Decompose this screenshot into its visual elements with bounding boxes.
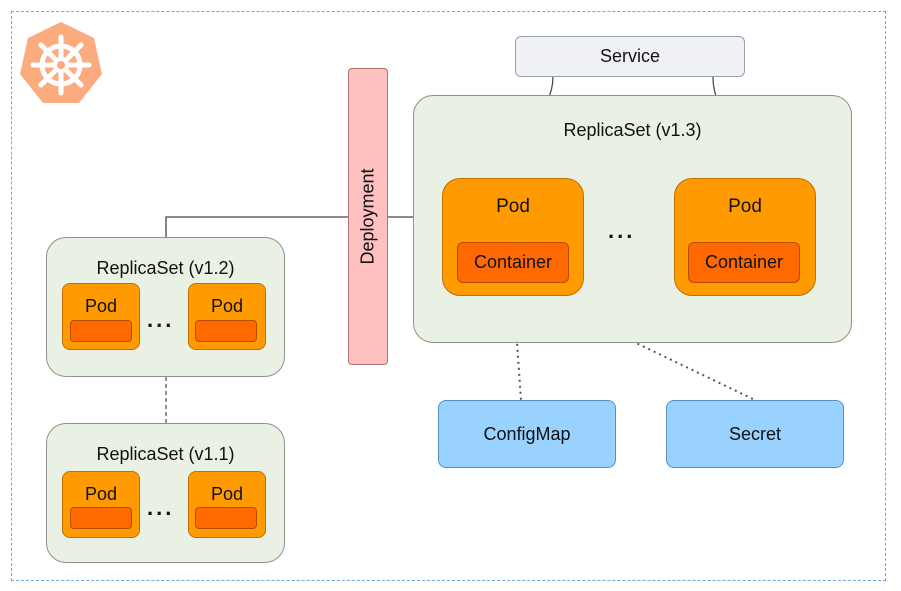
container-v11-left [70, 507, 132, 529]
deployment-node: Deployment [348, 68, 388, 365]
container-v13-left: Container [457, 242, 569, 283]
container-v11-right [195, 507, 257, 529]
configmap-node: ConfigMap [438, 400, 616, 468]
replicaset-v13-ellipsis: ... [608, 218, 636, 243]
kubernetes-logo-icon [20, 22, 102, 103]
pod-label: Pod [210, 484, 244, 504]
configmap-label: ConfigMap [483, 423, 571, 444]
replicaset-v12-ellipsis: ... [147, 307, 175, 332]
pod-label: Pod [210, 296, 244, 316]
replicaset-v11-ellipsis: ... [147, 495, 175, 520]
pod-label: Pod [84, 296, 118, 316]
replicaset-v13-label: ReplicaSet (v1.3) [563, 120, 702, 140]
replicaset-v11-label: ReplicaSet (v1.1) [96, 444, 235, 464]
cluster-boundary [11, 11, 886, 581]
pod-label: Pod [84, 484, 118, 504]
container-v12-right [195, 320, 257, 342]
deployment-label: Deployment [357, 168, 378, 265]
secret-label: Secret [728, 423, 782, 444]
service-label: Service [599, 46, 661, 66]
pod-label: Pod [728, 196, 762, 217]
container-v12-left [70, 320, 132, 342]
container-label: Container [473, 252, 553, 272]
deployment-to-replicaset-v12-line [165, 216, 348, 237]
container-label: Container [704, 252, 784, 272]
container-v13-right: Container [688, 242, 800, 283]
replicaset-v12-label: ReplicaSet (v1.2) [96, 258, 235, 278]
pod-label: Pod [496, 196, 530, 217]
service-node: Service [515, 36, 745, 77]
secret-node: Secret [666, 400, 844, 468]
container-to-secret-line [512, 283, 756, 401]
